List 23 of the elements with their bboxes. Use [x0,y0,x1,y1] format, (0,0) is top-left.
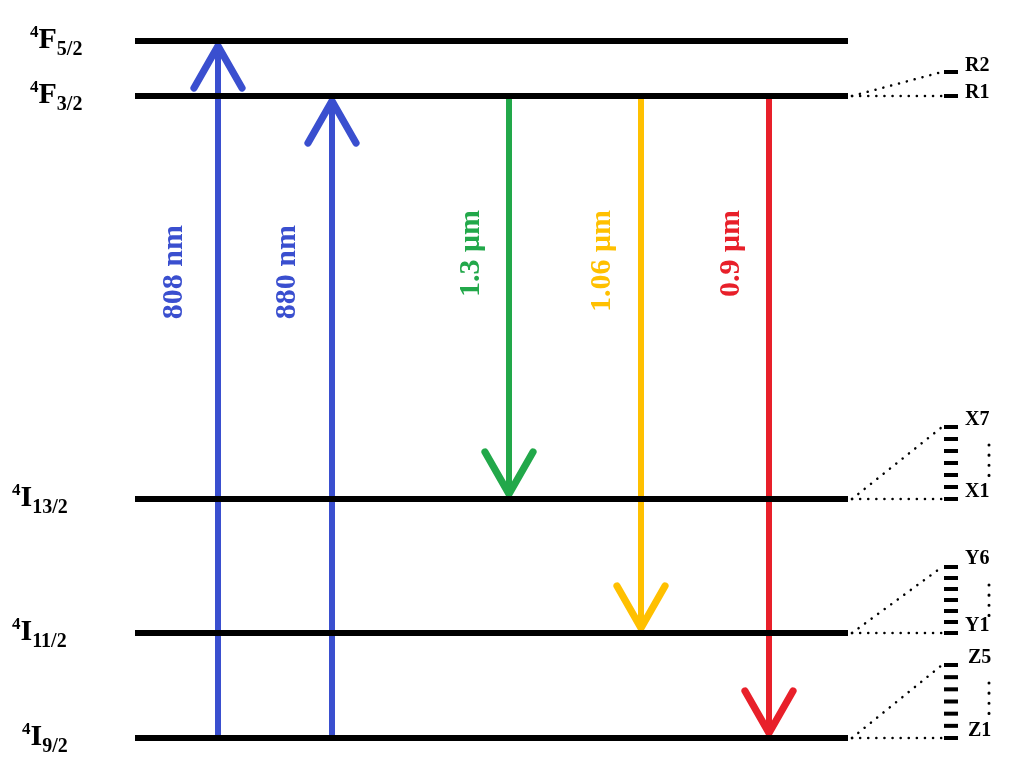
sublevel-label: X7 [965,408,990,428]
transition-arrow [613,99,669,632]
sublevel-label: X1 [965,480,990,500]
transition-arrow [481,99,537,498]
transition-arrow [190,42,246,735]
sublevel-label: Z1 [968,719,992,739]
level-label: $^{4}$I$_{9/2}$ [22,717,68,757]
sublevel-label: R2 [965,54,990,74]
level-label: $^{4}$F$_{3/2}$ [30,75,83,116]
level-label: $^{4}$I$_{13/2}$ [12,478,68,519]
transition-arrow [304,97,360,735]
wavelength-label: 1.06 μm [583,210,617,312]
wavelength-label: 808 nm [155,225,189,320]
level-label: $^{4}$F$_{5/2}$ [30,20,83,61]
sublevel-label: Z5 [968,646,992,666]
sublevel-label: R1 [965,81,990,101]
wavelength-label: 1.3 μm [452,210,486,297]
wavelength-label: 880 nm [268,225,302,320]
transition-arrow [741,99,797,737]
level-label: $^{4}$I$_{11/2}$ [12,612,67,653]
sublevel-label: Y6 [965,547,990,567]
sublevel-label: Y1 [965,614,990,634]
wavelength-label: 0.9 μm [712,210,746,297]
